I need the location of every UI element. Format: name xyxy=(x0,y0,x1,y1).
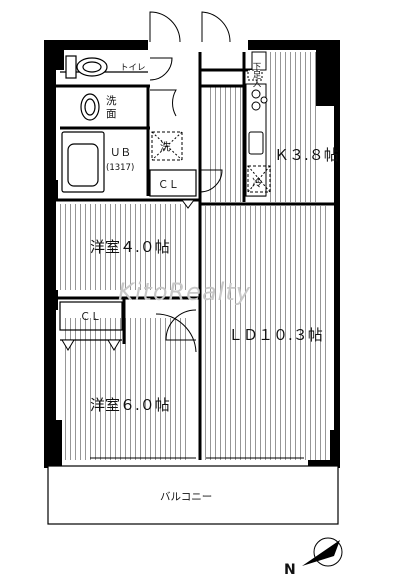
label-unit-bath-size: (1317) xyxy=(106,163,134,173)
label-closet-1: ＣＬ xyxy=(158,179,179,191)
compass-north-label: N xyxy=(284,562,296,578)
balcony xyxy=(47,457,339,525)
label-closet-2: ＣＬ xyxy=(80,311,101,323)
western-room-small-floor xyxy=(60,204,190,290)
washbasin-icon xyxy=(80,93,100,121)
label-living-dining: ＬＤ１０.３帖 xyxy=(228,326,323,344)
entrance-gap xyxy=(148,40,248,52)
fridge-icon xyxy=(247,165,271,193)
sink-icon xyxy=(248,131,264,155)
label-western-room-large: 洋室６.０帖 xyxy=(90,396,170,414)
floor-areas xyxy=(60,52,330,460)
label-washer: 洗 xyxy=(160,141,171,153)
doors xyxy=(149,11,231,353)
label-toilet: トイレ xyxy=(120,63,146,73)
toilet-icon xyxy=(65,55,108,79)
compass-icon: N xyxy=(284,537,343,578)
label-washroom-1: 洗 xyxy=(106,95,117,107)
closet-doors xyxy=(61,199,195,351)
label-western-room-small: 洋室４.０帖 xyxy=(90,238,170,256)
label-shoe-storage: 下足入 xyxy=(251,62,261,88)
stove-icon xyxy=(251,89,268,111)
label-balcony: バルコニー xyxy=(160,491,212,503)
watermark: KitoRealty xyxy=(118,278,251,306)
washer-icon xyxy=(151,131,183,161)
label-washroom-2: 面 xyxy=(106,108,117,120)
label-unit-bath: ＵＢ xyxy=(110,147,131,159)
label-kitchen: Ｋ３.８帖 xyxy=(274,146,339,164)
shoe-storage-icon xyxy=(247,51,267,81)
label-fridge: 冷 xyxy=(252,176,263,189)
kitchen-floor xyxy=(266,52,316,202)
western-room-large-floor xyxy=(62,318,190,460)
interior-walls xyxy=(56,52,334,460)
bathtub-icon xyxy=(61,131,105,193)
living-dining-floor xyxy=(204,206,330,460)
kitchen-floor-top xyxy=(206,86,244,202)
